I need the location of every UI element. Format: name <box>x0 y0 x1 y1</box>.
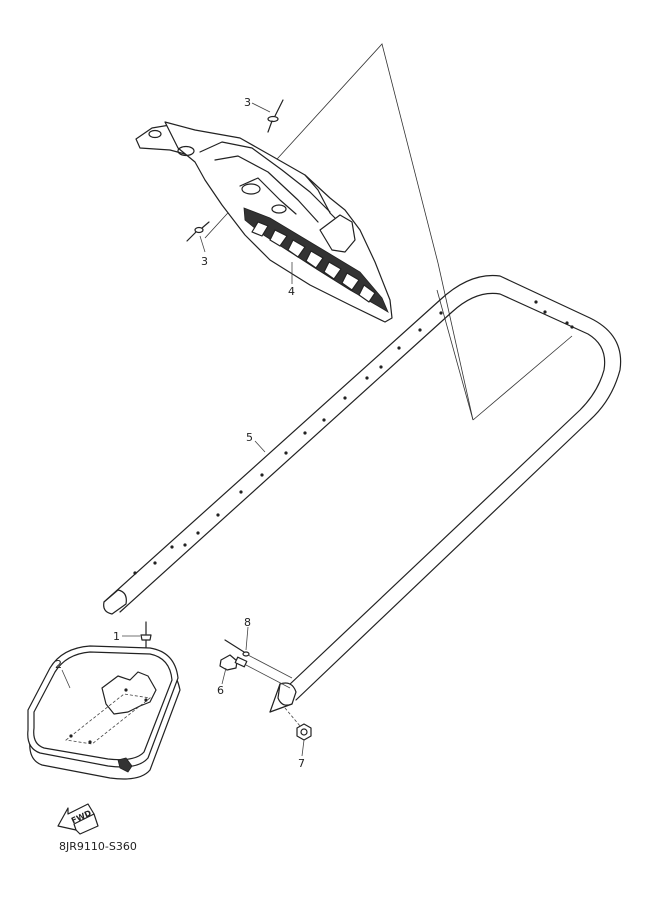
callout-1: 1 <box>113 630 120 643</box>
part-5-frame <box>103 274 622 713</box>
fwd-arrow-icon: FWD <box>57 803 99 835</box>
part-8-pin <box>224 639 293 679</box>
part-6-bolt <box>219 654 291 689</box>
callout-7: 7 <box>298 757 305 770</box>
part-4-cover <box>135 121 393 323</box>
callout-3-lower: 3 <box>201 255 208 268</box>
diagram-code: 8JR9110-S360 <box>59 840 137 853</box>
callout-leaders <box>61 102 305 757</box>
callout-8: 8 <box>244 616 251 629</box>
callout-2: 2 <box>55 658 62 671</box>
part-7-nut <box>284 707 312 741</box>
part-3-rivet-upper <box>267 99 284 133</box>
callout-3-upper: 3 <box>244 96 251 109</box>
part-3-rivet-lower <box>186 221 210 242</box>
callout-6: 6 <box>217 684 224 697</box>
callout-5: 5 <box>246 431 253 444</box>
callout-4: 4 <box>288 285 295 298</box>
part-2-cushion <box>27 645 181 780</box>
